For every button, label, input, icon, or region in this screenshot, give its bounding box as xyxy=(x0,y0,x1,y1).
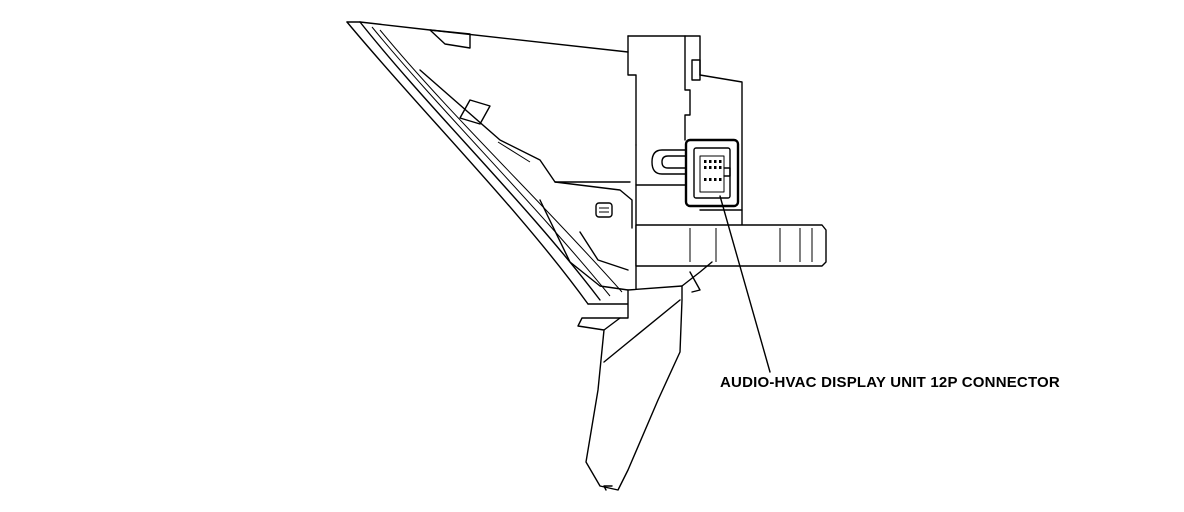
dashboard-bezel xyxy=(346,21,633,305)
callout-leader xyxy=(719,195,771,373)
horizontal-rail xyxy=(635,224,827,267)
connector-pins xyxy=(704,160,722,181)
connector-callout-label: AUDIO-HVAC DISPLAY UNIT 12P CONNECTOR xyxy=(720,374,1060,391)
12p-connector xyxy=(684,138,740,208)
lower-arm xyxy=(577,261,713,491)
